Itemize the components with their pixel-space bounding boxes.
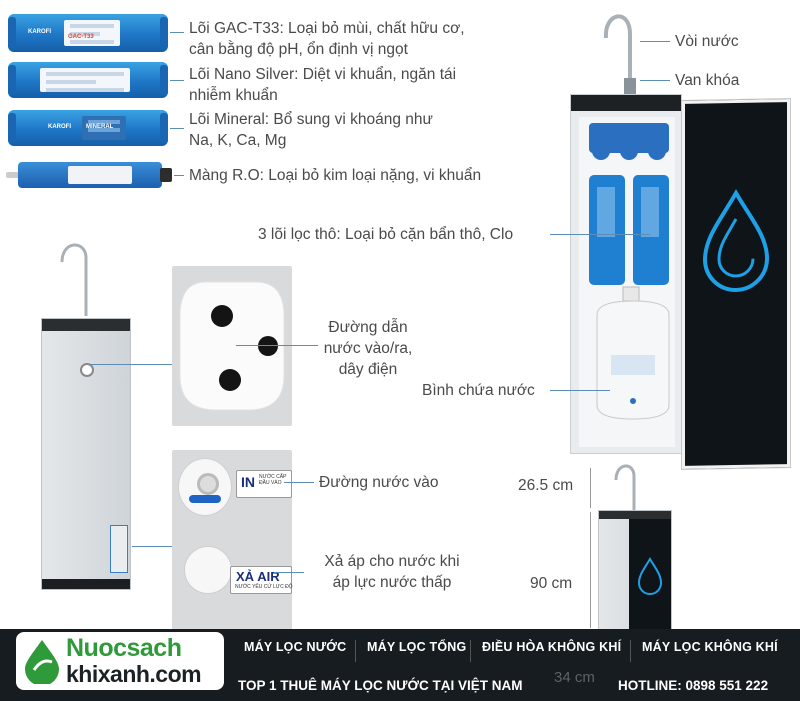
- width-dim-label: 34 cm: [554, 669, 595, 686]
- side-faucet-icon: [60, 243, 88, 316]
- water-drop-icon: [702, 188, 770, 292]
- conduit-plate-icon: [179, 281, 285, 411]
- nano-silver-label: Lõi Nano Silver: Diệt vi khuẩn, ngăn tái…: [189, 66, 457, 104]
- leaf-drop-icon: [25, 640, 59, 684]
- water-tank-icon: [596, 286, 670, 420]
- inlet-air-closeup: IN NƯỚC CẤP ĐẦU VÀO XẢ AIR NƯỚC YẾU CỨ L…: [172, 450, 293, 630]
- machine-cabinet: [570, 94, 682, 454]
- nav-dieu-hoa-khong-khi[interactable]: ĐIỀU HÒA KHÔNG KHÍ: [482, 640, 622, 654]
- dim-cabinet: [598, 510, 672, 631]
- valve-label: Van khóa: [675, 72, 740, 89]
- cartridge-brand: KAROFI: [48, 124, 71, 130]
- mineral-cartridge: KAROFI MINERAL: [8, 110, 168, 146]
- rear-ports-icon: [110, 525, 128, 573]
- logo-line1: Nuocsach: [66, 634, 182, 662]
- prefilter-housings: [589, 123, 669, 285]
- nav-may-loc-nuoc[interactable]: MÁY LỌC NƯỚC: [244, 640, 347, 654]
- gac-t33-cartridge: KAROFI GAC-T33: [8, 14, 168, 52]
- nav-may-loc-khong-khi[interactable]: MÁY LỌC KHÔNG KHÍ: [642, 640, 778, 654]
- hotline[interactable]: HOTLINE: 0898 551 222: [618, 678, 769, 693]
- nav-may-loc-tong[interactable]: MÁY LỌC TỔNG: [367, 640, 467, 654]
- nano-silver-cartridge: [8, 62, 168, 98]
- faucet-label: Vòi nước: [675, 33, 739, 50]
- cartridge-model: MINERAL: [86, 124, 114, 130]
- dim-faucet-icon: [614, 464, 636, 510]
- side-port-icon: [80, 363, 94, 377]
- prefilter-label: 3 lõi lọc thô: Loại bỏ cặn bẩn thô, Clo: [258, 226, 514, 243]
- logo-line2: khixanh.com: [66, 661, 202, 687]
- side-cabinet: [41, 318, 131, 590]
- faucet-height-label: 26.5 cm: [518, 477, 574, 494]
- conduit-closeup: [172, 266, 292, 426]
- air-valve-icon: [184, 546, 232, 594]
- air-tag: XẢ AIR NƯỚC YẾU CỨ LỰC ĐỘ: [230, 566, 293, 594]
- gac-label: Lõi GAC-T33: Loại bỏ mùi, chất hữu cơ,câ…: [189, 20, 465, 58]
- inlet-label: Đường nước vào: [319, 474, 439, 491]
- cartridge-model: GAC-T33: [68, 34, 94, 40]
- inlet-tag: IN NƯỚC CẤP ĐẦU VÀO: [236, 470, 292, 498]
- slogan: TOP 1 THUÊ MÁY LỌC NƯỚC TẠI VIỆT NAM: [238, 678, 523, 693]
- ro-label: Màng R.O: Loại bỏ kim loại nặng, vi khuẩ…: [189, 167, 482, 184]
- tank-label: Bình chứa nước: [422, 382, 535, 399]
- site-logo[interactable]: Nuocsach khixanh.com: [16, 632, 224, 690]
- faucet-icon: [603, 14, 636, 94]
- cartridge-brand: KAROFI: [28, 29, 51, 35]
- machine-door: [682, 99, 790, 469]
- ro-membrane: [6, 160, 172, 190]
- inlet-fitting-icon: [178, 458, 232, 516]
- body-height-label: 90 cm: [530, 575, 573, 592]
- dim-drop-icon: [637, 557, 663, 595]
